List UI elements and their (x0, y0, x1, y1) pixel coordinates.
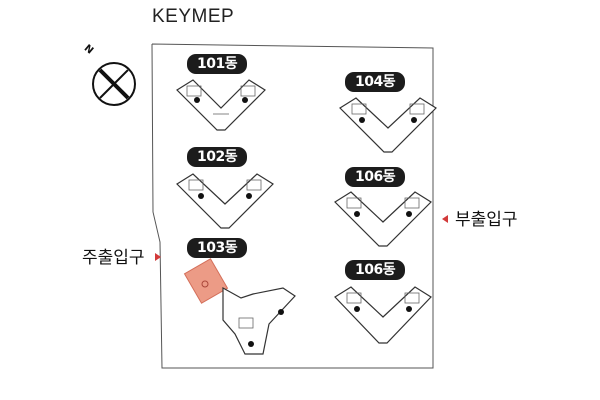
building-106-a[interactable] (333, 190, 433, 250)
main-entrance-marker-icon (155, 253, 161, 261)
map-title: KEYMEP (152, 6, 235, 27)
building-103[interactable] (183, 258, 298, 358)
building-label-101[interactable]: 101동 (187, 54, 248, 74)
side-entrance-label: 부출입구 (455, 210, 518, 230)
building-101[interactable] (175, 78, 267, 136)
building-104[interactable] (338, 96, 438, 156)
site-boundary (151, 43, 434, 369)
building-102[interactable] (175, 172, 275, 232)
building-106-b[interactable] (333, 285, 433, 347)
building-label-103[interactable]: 103동 (187, 238, 248, 258)
building-label-104[interactable]: 104동 (345, 72, 406, 92)
building-label-102[interactable]: 102동 (187, 147, 248, 167)
north-compass-icon: N (82, 44, 136, 106)
main-entrance-label: 주출입구 (82, 248, 145, 268)
side-entrance-marker-icon (442, 215, 448, 223)
building-label-106-a[interactable]: 106동 (345, 167, 406, 187)
north-label: N (82, 44, 95, 57)
building-label-106-b[interactable]: 106동 (345, 260, 406, 280)
